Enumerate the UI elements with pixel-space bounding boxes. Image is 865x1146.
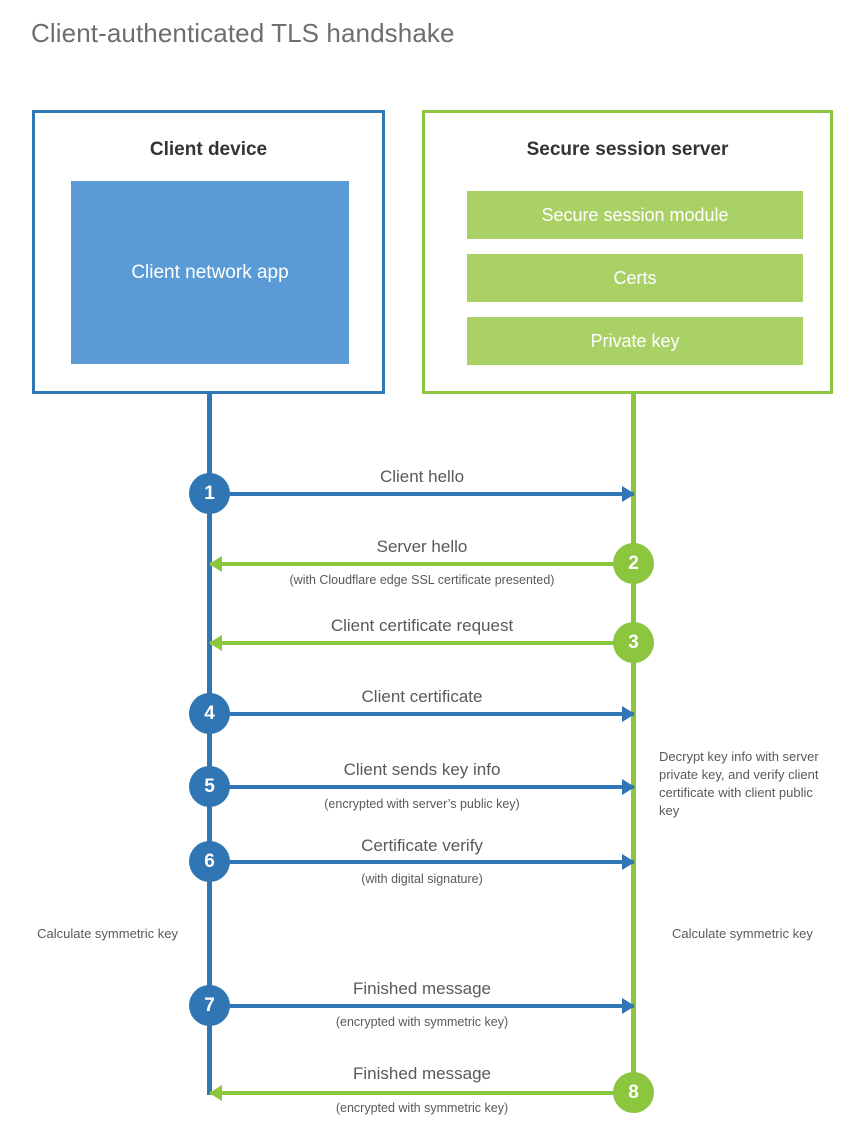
server-calculate-key-note: Calculate symmetric key xyxy=(672,926,813,941)
step-6-label: Certificate verify xyxy=(361,836,483,855)
arrowhead-right-icon xyxy=(622,779,635,795)
arrowhead-left-icon xyxy=(209,556,222,572)
server-item-private-key: Private key xyxy=(467,317,803,365)
secure-session-server-box: Secure session server Secure session mod… xyxy=(422,110,833,394)
step-3-label: Client certificate request xyxy=(330,616,514,635)
step-8-sublabel: (encrypted with symmetric key) xyxy=(335,1101,509,1115)
server-decrypt-note: Decrypt key info with server private key… xyxy=(659,749,819,818)
server-item-certs: Certs xyxy=(467,254,803,302)
step-6-marker: 6 xyxy=(189,841,230,882)
arrowhead-right-icon xyxy=(622,706,635,722)
arrowhead-left-icon xyxy=(209,635,222,651)
step-2-sublabel: (with Cloudflare edge SSL certificate pr… xyxy=(289,573,555,587)
step-1-label: Client hello xyxy=(379,467,465,486)
step-8-marker: 8 xyxy=(613,1072,654,1113)
step-4-label: Client certificate xyxy=(361,687,483,706)
client-device-title: Client device xyxy=(149,139,268,160)
step-7-arrow xyxy=(210,998,635,1014)
arrowhead-right-icon xyxy=(622,854,635,870)
arrowhead-right-icon xyxy=(622,998,635,1014)
step-5-marker: 5 xyxy=(189,766,230,807)
step-4-marker: 4 xyxy=(189,693,230,734)
step-6-sublabel: (with digital signature) xyxy=(361,872,483,886)
server-item-secure-session-module: Secure session module xyxy=(467,191,803,239)
step-8-label: Finished message xyxy=(353,1064,491,1083)
step-5-arrow xyxy=(210,779,635,795)
secure-session-server-title: Secure session server xyxy=(526,139,729,160)
page-title: Client-authenticated TLS handshake xyxy=(31,18,455,48)
step-8-arrow xyxy=(209,1085,634,1101)
arrowhead-left-icon xyxy=(209,1085,222,1101)
step-3-arrow xyxy=(209,635,634,651)
step-5-sublabel: (encrypted with server’s public key) xyxy=(324,797,520,811)
step-5-label: Client sends key info xyxy=(343,760,501,779)
client-device-box: Client device Client network app xyxy=(32,110,385,394)
step-7-sublabel: (encrypted with symmetric key) xyxy=(335,1015,509,1029)
step-2-marker: 2 xyxy=(613,543,654,584)
arrowhead-right-icon xyxy=(622,486,635,502)
step-2-label: Server hello xyxy=(376,537,468,556)
step-7-marker: 7 xyxy=(189,985,230,1026)
server-lifeline xyxy=(631,393,636,1093)
client-lifeline xyxy=(207,393,212,1095)
client-network-app-block: Client network app xyxy=(71,181,349,364)
step-2-arrow xyxy=(209,556,634,572)
step-7-label: Finished message xyxy=(353,979,491,998)
step-6-arrow xyxy=(210,854,635,870)
step-4-arrow xyxy=(210,706,635,722)
client-calculate-key-note: Calculate symmetric key xyxy=(37,926,178,941)
step-1-marker: 1 xyxy=(189,473,230,514)
step-3-marker: 3 xyxy=(613,622,654,663)
step-1-arrow xyxy=(210,486,635,502)
